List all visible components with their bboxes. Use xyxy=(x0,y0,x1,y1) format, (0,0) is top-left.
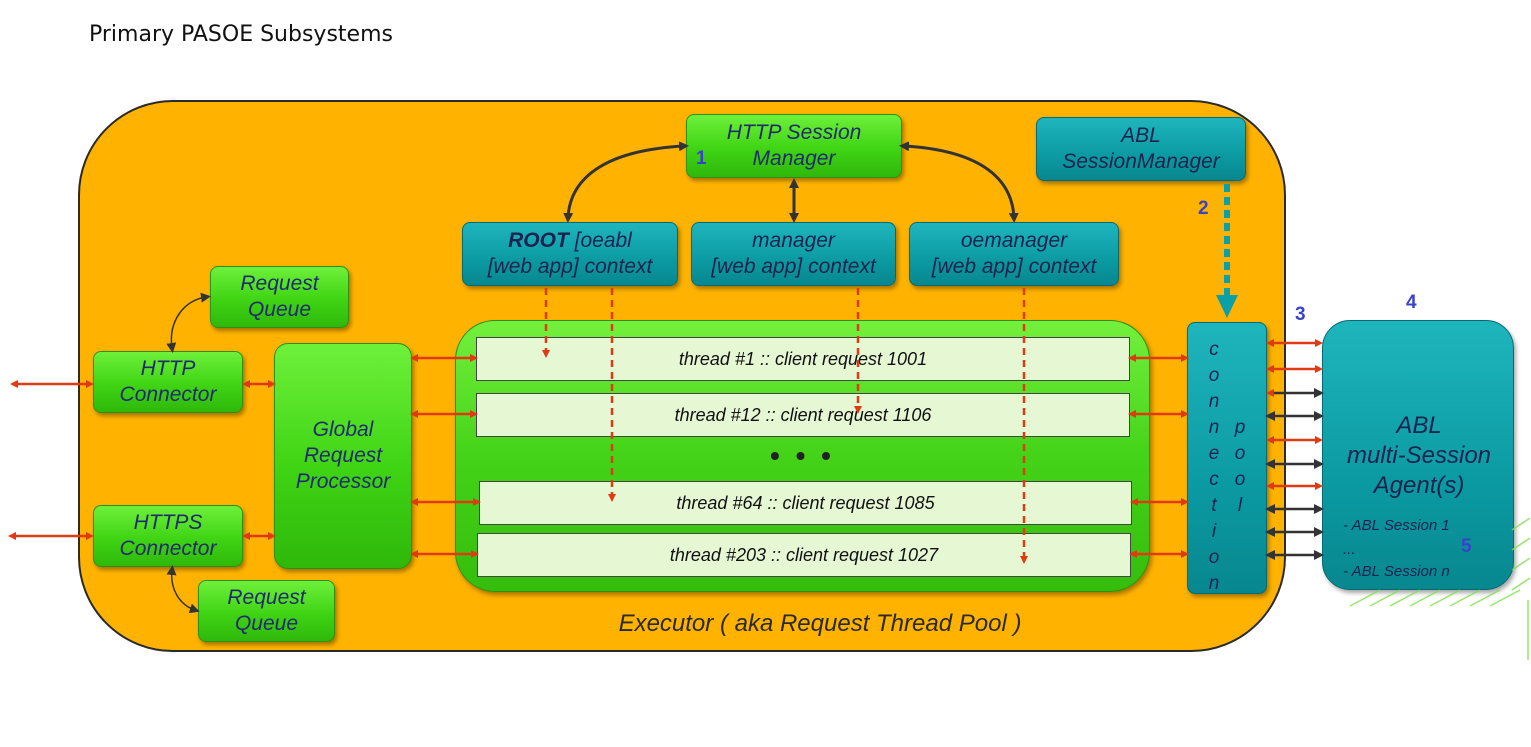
connection-pool-box: c o n n e c t i o n p o o l xyxy=(1187,322,1267,594)
pool-letter: c xyxy=(1209,339,1219,360)
thread-row: thread #12 :: client request 1106 xyxy=(476,393,1130,437)
pool-letter: c xyxy=(1209,469,1219,490)
decorative-hatch xyxy=(1349,517,1531,660)
global-processor-label-2: Request xyxy=(303,444,383,467)
manager-context-box: manager [web app] context xyxy=(691,222,896,286)
pool-letter: p xyxy=(1234,417,1246,438)
pool-letter: o xyxy=(1208,365,1220,386)
marker-number-4: 4 xyxy=(1406,292,1417,313)
request-queue-bottom-label-1: Request xyxy=(227,586,306,609)
abl-session-manager-label-2: SessionManager xyxy=(1062,150,1220,173)
agent-title-line: Agent(s) xyxy=(1373,472,1465,499)
marker-number-5: 5 xyxy=(1461,536,1472,557)
pool-letter: n xyxy=(1208,417,1220,438)
pool-letter: i xyxy=(1211,521,1217,542)
pool-letter: t xyxy=(1211,495,1217,516)
http-connector-label-1: HTTP xyxy=(140,357,196,380)
root-context-box: ROOT [oeabl [web app] context xyxy=(462,222,678,286)
thread-ellipsis: • • • xyxy=(770,440,835,471)
request-queue-bottom-label-2: Queue xyxy=(234,612,299,635)
pool-letter: n xyxy=(1208,391,1220,412)
global-processor-label-3: Processor xyxy=(295,470,391,493)
agent-session-ellipsis: ... xyxy=(1343,541,1356,558)
http-queue-arrow xyxy=(166,292,211,353)
pool-letter: n xyxy=(1208,573,1220,594)
agent-title-line: ABL xyxy=(1396,412,1442,439)
request-queue-bottom: Request Queue xyxy=(198,580,335,642)
marker-number-2: 2 xyxy=(1198,198,1209,219)
manager-context-label-2: [web app] context xyxy=(711,255,876,278)
abl-session-manager-label-1: ABL xyxy=(1121,124,1161,147)
http-connector-label-2: Connector xyxy=(119,383,217,406)
root-context-bold: ROOT xyxy=(508,229,569,252)
request-queue-top: Request Queue xyxy=(210,266,349,328)
root-context-rest: [oeabl xyxy=(568,229,632,252)
root-context-label-2: [web app] context xyxy=(487,255,653,278)
agent-session-1: - ABL Session 1 xyxy=(1343,517,1450,534)
page-title: Primary PASOE Subsystems xyxy=(89,22,393,47)
abl-multi-session-agent-box: ABL multi-Session Agent(s) - ABL Session… xyxy=(1322,320,1514,590)
marker-number-1: 1 xyxy=(696,148,707,169)
executor-label: Executor ( aka Request Thread Pool ) xyxy=(618,610,1022,637)
http-session-manager-label: HTTP Session Manager xyxy=(726,121,862,170)
thread-row: thread #203 :: client request 1027 xyxy=(477,533,1131,577)
oemanager-context-label-2: [web app] context xyxy=(931,255,1097,278)
marker-number-3: 3 xyxy=(1295,304,1306,325)
pool-letter: e xyxy=(1208,443,1220,464)
thread-row: thread #1 :: client request 1001 xyxy=(476,337,1130,381)
abl-session-manager-arrowhead xyxy=(1216,295,1238,318)
oemanager-context-box: oemanager [web app] context xyxy=(909,222,1119,286)
connection-pool-word-pool: p o o l xyxy=(1230,415,1250,519)
pool-letter: o xyxy=(1208,547,1220,568)
https-queue-arrow xyxy=(166,565,200,614)
connection-pool-word-connection: c o n n e c t i o n xyxy=(1204,337,1224,597)
manager-context-label-1: manager xyxy=(752,229,835,252)
session-to-root-arrow xyxy=(563,141,689,223)
request-queue-top-label-2: Queue xyxy=(247,298,312,321)
pool-letter: o xyxy=(1234,469,1246,490)
session-to-oemanager-arrow xyxy=(899,141,1019,223)
https-connector-label-1: HTTPS xyxy=(133,511,203,534)
pool-letter: o xyxy=(1234,443,1246,464)
agent-title-line: multi-Session xyxy=(1346,442,1492,469)
http-session-manager-box: HTTP Session Manager xyxy=(686,114,902,178)
global-processor-label-1: Global xyxy=(312,418,374,441)
oemanager-context-label-1: oemanager xyxy=(960,229,1068,252)
root-context-label-1: ROOT [oeabl xyxy=(508,228,632,254)
request-queue-top-label-1: Request xyxy=(240,272,319,295)
agent-session-n: - ABL Session n xyxy=(1343,563,1450,580)
https-connector-label-2: Connector xyxy=(119,537,217,560)
pool-letter: l xyxy=(1237,495,1243,516)
agent-title: ABL multi-Session Agent(s) xyxy=(1323,411,1515,501)
abl-session-manager-box: ABL SessionManager xyxy=(1036,117,1246,181)
http-connector-box: HTTP Connector xyxy=(93,351,243,413)
global-request-processor-box: Global Request Processor xyxy=(274,343,412,569)
